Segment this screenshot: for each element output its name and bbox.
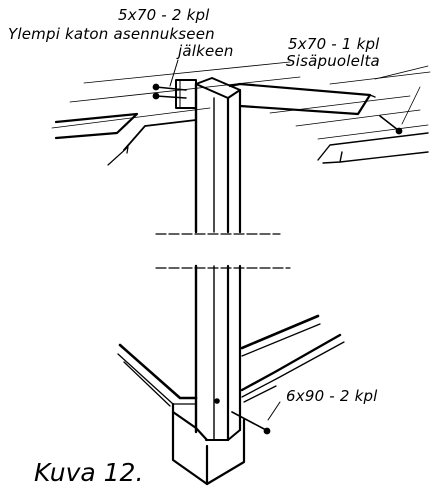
left-roof-panel — [54, 112, 197, 166]
post-top-block — [175, 79, 197, 109]
figure-caption: Kuva 12. — [34, 458, 144, 487]
right-screws-label: 5x70 - 1 kpl — [288, 35, 380, 53]
break-lines — [155, 233, 291, 269]
screws — [152, 83, 403, 435]
right-note-label: Sisäpuolelta — [286, 52, 380, 70]
right-roof-panel — [317, 132, 429, 164]
top-note-line1: Ylempi katon asennukseen — [8, 25, 215, 43]
upper-post — [194, 77, 242, 234]
footing — [171, 402, 246, 486]
top-beam — [228, 82, 376, 116]
bottom-screws-label: 6x90 - 2 kpl — [286, 387, 378, 405]
top-note-line2: jälkeen — [178, 42, 234, 60]
leader-lines — [169, 59, 281, 421]
top-screws-label: 5x70 - 2 kpl — [118, 6, 210, 24]
lower-post — [194, 264, 242, 442]
